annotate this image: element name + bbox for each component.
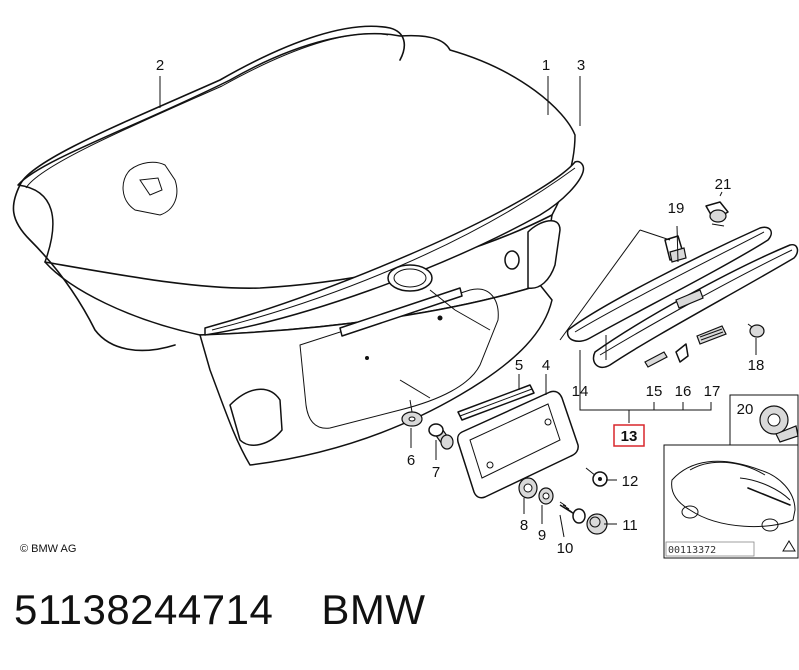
- callout-19: 19: [668, 200, 685, 217]
- callout-6: 6: [407, 452, 415, 469]
- clip-15: [644, 351, 668, 368]
- washer-9: [538, 487, 554, 505]
- callout-9: 9: [538, 527, 546, 544]
- callout-7: 7: [432, 464, 440, 481]
- callout-13: 13: [621, 428, 638, 445]
- image-number-box: [665, 541, 755, 557]
- clip-21: [705, 201, 729, 227]
- part-number: 51138244714: [14, 586, 274, 633]
- screw-18: [747, 323, 765, 338]
- inset-tape-box: [663, 394, 799, 559]
- callout-8: 8: [520, 517, 528, 534]
- callout-labels: 1 2 3 4 5 6 7 8 9 10 11 12 13 14 15 16 1…: [156, 57, 765, 557]
- callout-16: 16: [675, 383, 692, 400]
- callout-21: 21: [715, 176, 732, 193]
- callout-2: 2: [156, 57, 164, 74]
- callout-17: 17: [704, 383, 721, 400]
- license-plate-base: [456, 390, 579, 499]
- callout-14: 14: [572, 383, 589, 400]
- callout-20: 20: [737, 401, 754, 418]
- screw-10: [559, 501, 586, 524]
- warning-triangle-icon: [782, 540, 796, 552]
- callout-12: 12: [622, 473, 639, 490]
- part-caption: 51138244714 BMW: [14, 586, 425, 634]
- leader-lines: [159, 76, 757, 538]
- callout-15: 15: [646, 383, 663, 400]
- callout-1: 1: [542, 57, 550, 74]
- callout-4: 4: [542, 357, 550, 374]
- screw-12: [585, 467, 608, 487]
- trunk-lid: [17, 32, 585, 466]
- callout-3: 3: [577, 57, 585, 74]
- copyright-text: © BMW AG: [20, 543, 76, 555]
- washer-8: [518, 477, 538, 499]
- clip-17: [696, 325, 727, 345]
- callout-13-highlight-box: [613, 424, 645, 447]
- callout-18: 18: [748, 357, 765, 374]
- callout-10: 10: [557, 540, 574, 557]
- clip-16: [675, 343, 689, 363]
- callout-11: 11: [622, 517, 638, 534]
- expanding-nut-7: [428, 423, 454, 450]
- car-silhouette: [671, 460, 796, 532]
- washer-6: [401, 411, 423, 427]
- image-number: 00113372: [668, 545, 716, 556]
- seal-strip: [457, 384, 535, 421]
- handle-strip-14: [566, 226, 799, 369]
- callout-5: 5: [515, 357, 523, 374]
- trunk-seal: [12, 25, 406, 352]
- brand-name: BMW: [321, 586, 426, 633]
